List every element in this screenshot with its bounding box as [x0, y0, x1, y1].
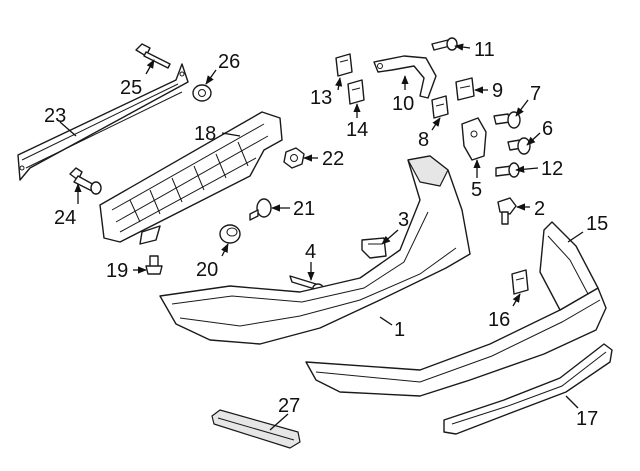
callout-10: 10 — [392, 93, 414, 115]
callout-14: 14 — [346, 119, 368, 141]
callout-16: 16 — [488, 309, 510, 331]
part-7-screw[interactable] — [493, 111, 521, 129]
callout-18: 18 — [194, 123, 216, 145]
part-22-nut[interactable] — [283, 147, 305, 169]
callout-5: 5 — [471, 179, 482, 201]
callout-12: 12 — [541, 158, 563, 180]
part-6-screw[interactable] — [507, 137, 531, 155]
callout-26: 26 — [218, 51, 240, 73]
part-21-push-pin[interactable] — [249, 198, 272, 221]
callout-3: 3 — [398, 209, 409, 231]
part-2-bolt[interactable] — [497, 197, 517, 225]
part-18-energy-absorber[interactable] — [99, 111, 283, 245]
part-11-screw[interactable] — [431, 37, 458, 51]
callout-23: 23 — [44, 105, 66, 127]
callout-13: 13 — [310, 87, 332, 109]
part-16-clip[interactable] — [511, 269, 529, 295]
callout-21: 21 — [293, 198, 315, 220]
part-20-grommet[interactable] — [219, 224, 241, 244]
callout-15: 15 — [586, 213, 608, 235]
callout-labels: 1 2 3 4 5 6 7 8 9 10 11 12 13 14 15 16 1… — [44, 39, 608, 430]
callout-11: 11 — [474, 39, 495, 61]
part-23-reinforcement-bar[interactable] — [17, 63, 189, 181]
part-9-clip[interactable] — [455, 77, 475, 101]
part-10-bracket[interactable] — [373, 55, 437, 99]
callout-19: 19 — [106, 260, 128, 282]
part-27-reflector[interactable] — [211, 409, 301, 449]
callout-27: 27 — [278, 395, 300, 417]
part-8-clip[interactable] — [431, 95, 449, 119]
part-15-lower-cover[interactable] — [305, 221, 607, 397]
part-24-bolt[interactable] — [69, 167, 102, 195]
part-17-skid-plate[interactable] — [443, 343, 613, 435]
callout-2: 2 — [534, 198, 545, 220]
callout-7: 7 — [530, 83, 541, 105]
leader-lines — [59, 43, 584, 431]
part-12-screw[interactable] — [495, 162, 520, 178]
callout-8: 8 — [418, 129, 429, 151]
callout-25: 25 — [120, 77, 142, 99]
callout-24: 24 — [54, 207, 76, 229]
part-19-bolt[interactable] — [145, 255, 163, 275]
part-1-bumper-cover[interactable] — [159, 155, 471, 345]
callout-22: 22 — [322, 148, 344, 170]
part-13-bracket[interactable] — [335, 53, 353, 77]
part-25-bolt[interactable] — [135, 43, 171, 69]
part-14-bracket[interactable] — [347, 79, 365, 105]
callout-1: 1 — [394, 319, 405, 341]
callout-20: 20 — [196, 259, 218, 281]
part-5-bracket[interactable] — [461, 117, 487, 161]
callout-9: 9 — [492, 80, 503, 102]
part-26-nut[interactable] — [192, 84, 212, 102]
callout-17: 17 — [576, 408, 598, 430]
part-3-bracket[interactable] — [361, 237, 387, 259]
callout-4: 4 — [305, 241, 316, 263]
callout-6: 6 — [542, 118, 553, 140]
